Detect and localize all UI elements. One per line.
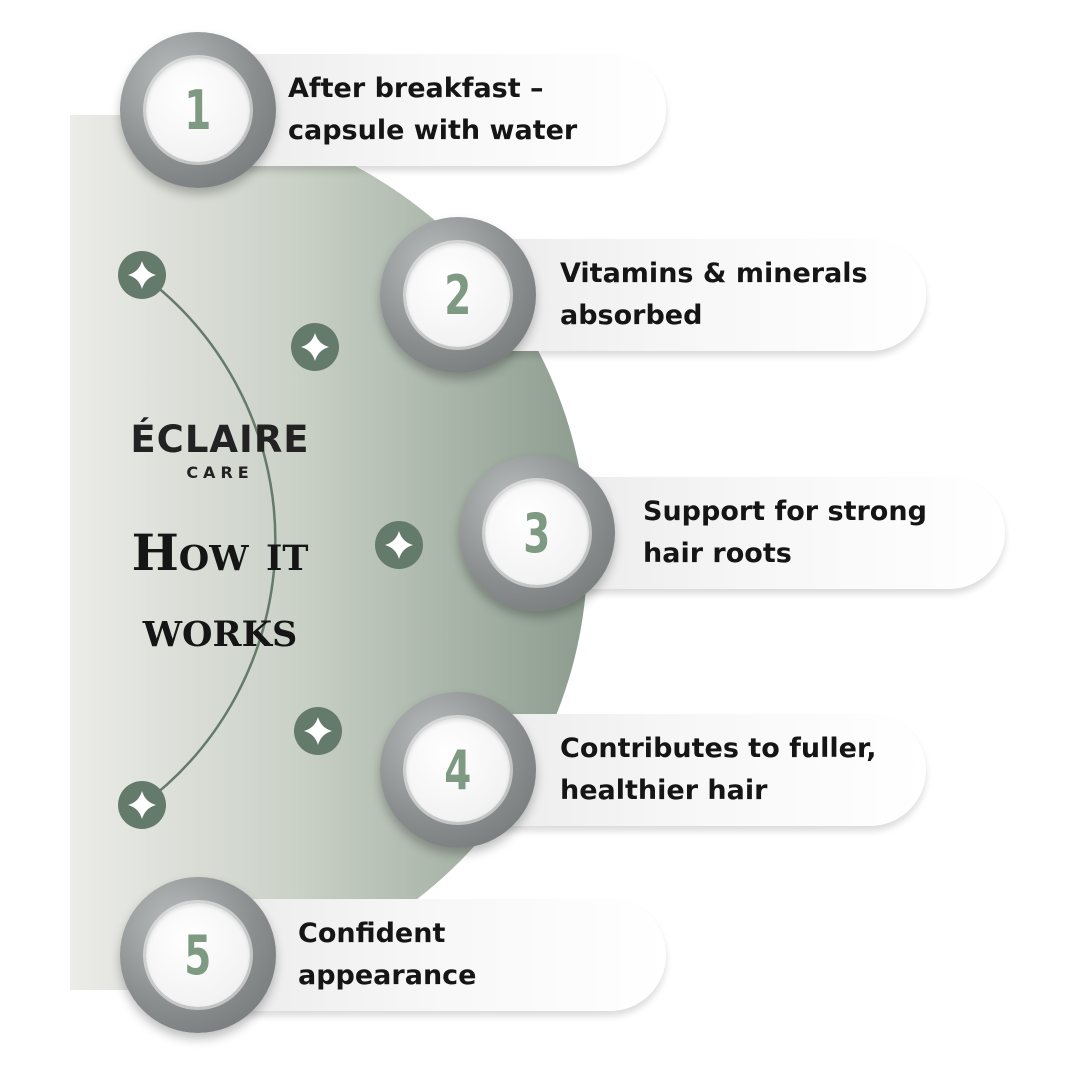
arc-node — [291, 323, 339, 371]
brand-name: ÉCLAIRE — [130, 418, 310, 461]
step-text: Contributes to fuller, healthier hair — [560, 733, 877, 806]
step-text: Support for strong hair roots — [643, 496, 927, 569]
step-number-disc: 1 — [146, 58, 250, 162]
step-number: 5 — [184, 923, 212, 987]
step-card — [490, 714, 926, 826]
step-text: Confident appearance — [298, 918, 477, 991]
step-number-badge: 1 — [120, 32, 276, 188]
step-card — [490, 239, 926, 351]
step-number: 4 — [444, 738, 472, 802]
sparkle-icon — [385, 531, 413, 559]
arc-node — [375, 521, 423, 569]
step-number: 3 — [523, 501, 551, 565]
step-number-badge: 2 — [380, 217, 536, 373]
step-card — [230, 54, 666, 166]
timeline-arc — [141, 273, 277, 807]
step-number: 1 — [184, 78, 212, 142]
step-number-disc: 4 — [406, 718, 510, 822]
page-title: How it works — [131, 523, 309, 658]
step-number-badge: 3 — [459, 455, 615, 611]
step-text: After breakfast – capsule with water — [288, 73, 578, 146]
step-number-badge: 5 — [120, 877, 276, 1033]
sparkle-icon — [128, 261, 156, 289]
step-card — [230, 899, 666, 1011]
brand-subtitle: CARE — [186, 463, 254, 482]
arc-node — [294, 707, 342, 755]
step-number: 2 — [444, 263, 472, 327]
sparkle-icon — [128, 791, 156, 819]
step-number-disc: 3 — [485, 481, 589, 585]
step-number-badge: 4 — [380, 692, 536, 848]
sparkle-icon — [304, 717, 332, 745]
arc-nodes — [118, 251, 423, 829]
sparkle-icon — [301, 333, 329, 361]
arc-node — [118, 781, 166, 829]
step-number-disc: 5 — [146, 903, 250, 1007]
step-number-disc: 2 — [406, 243, 510, 347]
step-card — [569, 477, 1005, 589]
arc-node — [118, 251, 166, 299]
step-text: Vitamins & minerals absorbed — [560, 258, 868, 331]
